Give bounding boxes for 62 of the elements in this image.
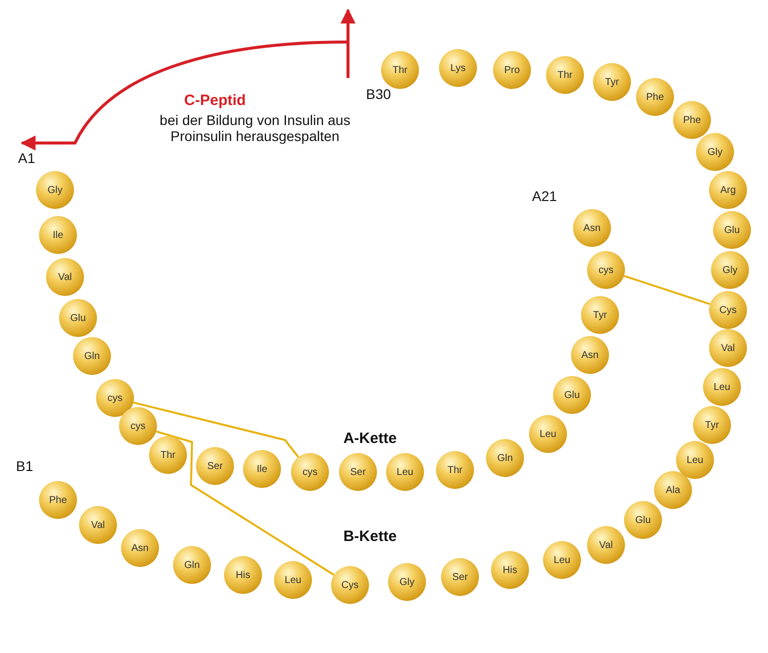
amino-acid-bead: Ser: [196, 447, 234, 485]
amino-acid-bead: Glu: [553, 376, 591, 414]
amino-acid-bead: Leu: [676, 441, 714, 479]
amino-acid-bead: Thr: [546, 56, 584, 94]
heading-text: C-Peptid: [183, 92, 247, 109]
amino-acid-bead: Val: [46, 258, 84, 296]
amino-acid-bead: Val: [709, 329, 747, 367]
amino-acid-bead: Ser: [339, 453, 377, 491]
amino-acid-bead: Lys: [439, 49, 477, 87]
amino-acid-bead: Tyr: [581, 296, 619, 334]
amino-acid-bead: Pro: [493, 51, 531, 89]
amino-acid-bead: Asn: [573, 209, 611, 247]
position-label: B30: [366, 86, 392, 102]
amino-acid-bead: His: [224, 556, 262, 594]
amino-acid-bead: Glu: [59, 299, 97, 337]
position-label: A21: [532, 188, 558, 204]
disulfide-bridge-line: [133, 402, 300, 458]
amino-acid-bead: Thr: [436, 451, 474, 489]
disulfide-bridge-line: [624, 274, 710, 306]
chain-label: A-Kette: [342, 430, 398, 447]
amino-acid-bead: Glu: [713, 211, 751, 249]
amino-acid-bead: Glu: [624, 501, 662, 539]
amino-acid-bead: Phe: [39, 481, 77, 519]
amino-acid-bead: Phe: [636, 78, 674, 116]
description-text: bei der Bildung von Insulin aus Proinsulin herausgespalten: [158, 112, 352, 144]
amino-acid-bead: Tyr: [693, 406, 731, 444]
amino-acid-bead: Gln: [486, 439, 524, 477]
amino-acid-bead: Leu: [386, 453, 424, 491]
amino-acid-bead: Gly: [696, 133, 734, 171]
amino-acid-bead: Ala: [654, 471, 692, 509]
amino-acid-bead: Thr: [381, 51, 419, 89]
amino-acid-bead: Val: [587, 526, 625, 564]
amino-acid-bead: His: [491, 551, 529, 589]
amino-acid-bead: Gly: [388, 563, 426, 601]
amino-acid-bead: Arg: [709, 171, 747, 209]
amino-acid-bead: Leu: [703, 368, 741, 406]
amino-acid-bead: Cys: [331, 566, 369, 604]
amino-acid-bead: Ile: [243, 450, 281, 488]
position-label: B1: [16, 458, 34, 474]
amino-acid-bead: Tyr: [593, 63, 631, 101]
amino-acid-bead: cys: [587, 251, 625, 289]
amino-acid-bead: Gly: [711, 251, 749, 289]
amino-acid-bead: Ile: [39, 216, 77, 254]
amino-acid-bead: Cys: [709, 291, 747, 329]
amino-acid-bead: Val: [79, 506, 117, 544]
amino-acid-bead: Thr: [149, 436, 187, 474]
amino-acid-bead: Gln: [73, 337, 111, 375]
amino-acid-bead: Gly: [36, 171, 74, 209]
amino-acid-bead: Gln: [173, 546, 211, 584]
amino-acid-bead: Leu: [274, 561, 312, 599]
disulfide-bridge-line: [156, 430, 334, 576]
amino-acid-bead: Leu: [529, 415, 567, 453]
amino-acid-bead: Phe: [673, 101, 711, 139]
amino-acid-bead: Ser: [441, 558, 479, 596]
amino-acid-bead: cys: [96, 379, 134, 417]
amino-acid-bead: Asn: [571, 336, 609, 374]
amino-acid-bead: cys: [291, 453, 329, 491]
amino-acid-bead: Asn: [121, 529, 159, 567]
chain-label: B-Kette: [342, 528, 398, 545]
position-label: A1: [18, 150, 36, 166]
amino-acid-bead: cys: [119, 407, 157, 445]
amino-acid-bead: Leu: [543, 541, 581, 579]
